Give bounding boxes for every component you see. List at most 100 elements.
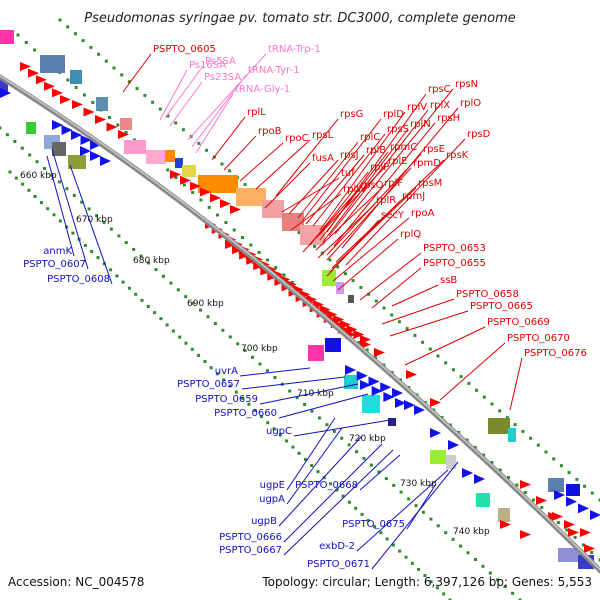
- leader-line: [326, 167, 412, 261]
- gene-arrow-forward: [239, 250, 251, 260]
- leader-line: [297, 141, 359, 219]
- reverse-gene-label: PSPTO_0666: [219, 532, 282, 543]
- gene-arrow-reverse: [448, 440, 459, 450]
- guide-dot: [52, 213, 56, 217]
- guide-dot: [355, 450, 359, 454]
- leader-line: [322, 128, 409, 243]
- guide-dot: [184, 295, 188, 299]
- leader-line: [51, 148, 89, 270]
- leader-line: [283, 443, 383, 543]
- guide-dot: [291, 445, 295, 449]
- gene-arrow-reverse: [0, 88, 11, 98]
- guide-dot: [540, 506, 544, 509]
- forward-gene-label: PSPTO_0653: [423, 243, 486, 254]
- guide-dot: [158, 107, 162, 111]
- guide-dot: [310, 409, 314, 413]
- guide-dot: [507, 476, 510, 479]
- forward-gene-label: ssB: [440, 275, 457, 286]
- leader-line: [341, 107, 459, 249]
- guide-dot: [498, 468, 502, 472]
- guide-dot: [16, 33, 20, 37]
- forward-gene-label: rplF: [384, 178, 403, 189]
- guide-dot: [221, 328, 225, 332]
- gene-arrow-forward: [210, 193, 221, 203]
- forward-gene-label: fusA: [312, 153, 334, 164]
- guide-dot: [154, 268, 158, 272]
- guide-dot: [124, 131, 128, 134]
- guide-dot: [373, 525, 377, 529]
- guide-dot: [89, 45, 93, 49]
- leader-line: [305, 154, 365, 225]
- forward-gene-label: tuf: [341, 168, 355, 179]
- guide-dot: [132, 247, 136, 251]
- guide-dot: [74, 86, 78, 89]
- gene-arrow-forward: [52, 88, 63, 98]
- gene-arrow-forward: [548, 512, 559, 521]
- guide-dot: [258, 362, 262, 366]
- leader-line: [286, 417, 336, 491]
- feature-block: [430, 450, 446, 464]
- guide-dot: [28, 153, 32, 157]
- gene-arrow-forward: [568, 528, 579, 537]
- guide-dot: [96, 256, 100, 260]
- guide-dot: [247, 402, 251, 406]
- forward-gene-label: rpsG: [340, 109, 363, 120]
- leader-line: [278, 393, 369, 419]
- guide-dot: [428, 347, 432, 351]
- guide-dot: [206, 315, 210, 319]
- forward-gene-label: rpsL: [312, 130, 334, 141]
- reverse-gene-label: ugpA: [259, 494, 285, 505]
- reverse-gene-label: PSPTO_0675: [342, 519, 405, 530]
- guide-dot: [297, 451, 301, 455]
- forward-gene-label: rplE: [388, 156, 408, 167]
- forward-gene-label: rpsH: [437, 113, 460, 124]
- gene-arrow-reverse: [100, 156, 111, 166]
- guide-dot: [33, 195, 37, 198]
- reverse-gene-label: PSPTO_0607: [23, 259, 86, 270]
- guide-dot: [290, 281, 294, 284]
- guide-dot: [360, 512, 364, 516]
- guide-dot: [213, 322, 217, 325]
- guide-dot: [8, 170, 12, 174]
- guide-dot: [165, 323, 169, 327]
- leader-line: [381, 298, 455, 325]
- gene-arrow-forward: [95, 115, 106, 124]
- forward-gene-label: rpmJ: [402, 191, 425, 202]
- gene-arrow-forward: [180, 175, 191, 185]
- gene-arrow-forward: [580, 528, 591, 537]
- guide-dot: [429, 517, 433, 521]
- guide-dot: [429, 580, 433, 584]
- guide-dot: [357, 341, 361, 344]
- guide-dot: [473, 446, 477, 449]
- reverse-gene-label: PSPTO_0657: [177, 379, 240, 390]
- rrna-gene-label: Ps16SA: [189, 60, 226, 71]
- feature-block: [344, 375, 358, 389]
- guide-dot: [518, 598, 522, 600]
- guide-dot: [87, 207, 91, 211]
- guide-dot: [467, 381, 471, 385]
- forward-gene-label: rpsM: [418, 178, 442, 189]
- reverse-gene-label: PSPTO_0608: [47, 274, 110, 285]
- forward-gene-label: rpoB: [258, 126, 282, 137]
- leader-line: [164, 65, 204, 119]
- guide-dot: [328, 258, 332, 262]
- guide-dot: [102, 262, 106, 266]
- leader-line: [326, 219, 380, 277]
- reverse-gene-label: ugpB: [251, 516, 277, 527]
- guide-dot: [529, 436, 533, 440]
- guide-dot: [475, 388, 479, 392]
- feature-block: [236, 188, 266, 206]
- gene-arrow-reverse: [430, 428, 441, 438]
- guide-dot: [232, 228, 236, 232]
- feature-block: [308, 345, 324, 361]
- forward-gene-label: rplV: [407, 102, 427, 113]
- guide-dot: [220, 162, 224, 166]
- guide-dot: [503, 585, 507, 588]
- feature-block: [325, 338, 341, 352]
- guide-dot: [13, 140, 17, 143]
- reverse-gene-label: PSPTO_0671: [307, 559, 370, 570]
- guide-dot: [216, 213, 219, 217]
- kbp-tick-label: 660 kbp: [20, 171, 57, 181]
- guide-dot: [71, 231, 75, 235]
- kbp-tick-label: 740 kbp: [453, 527, 490, 537]
